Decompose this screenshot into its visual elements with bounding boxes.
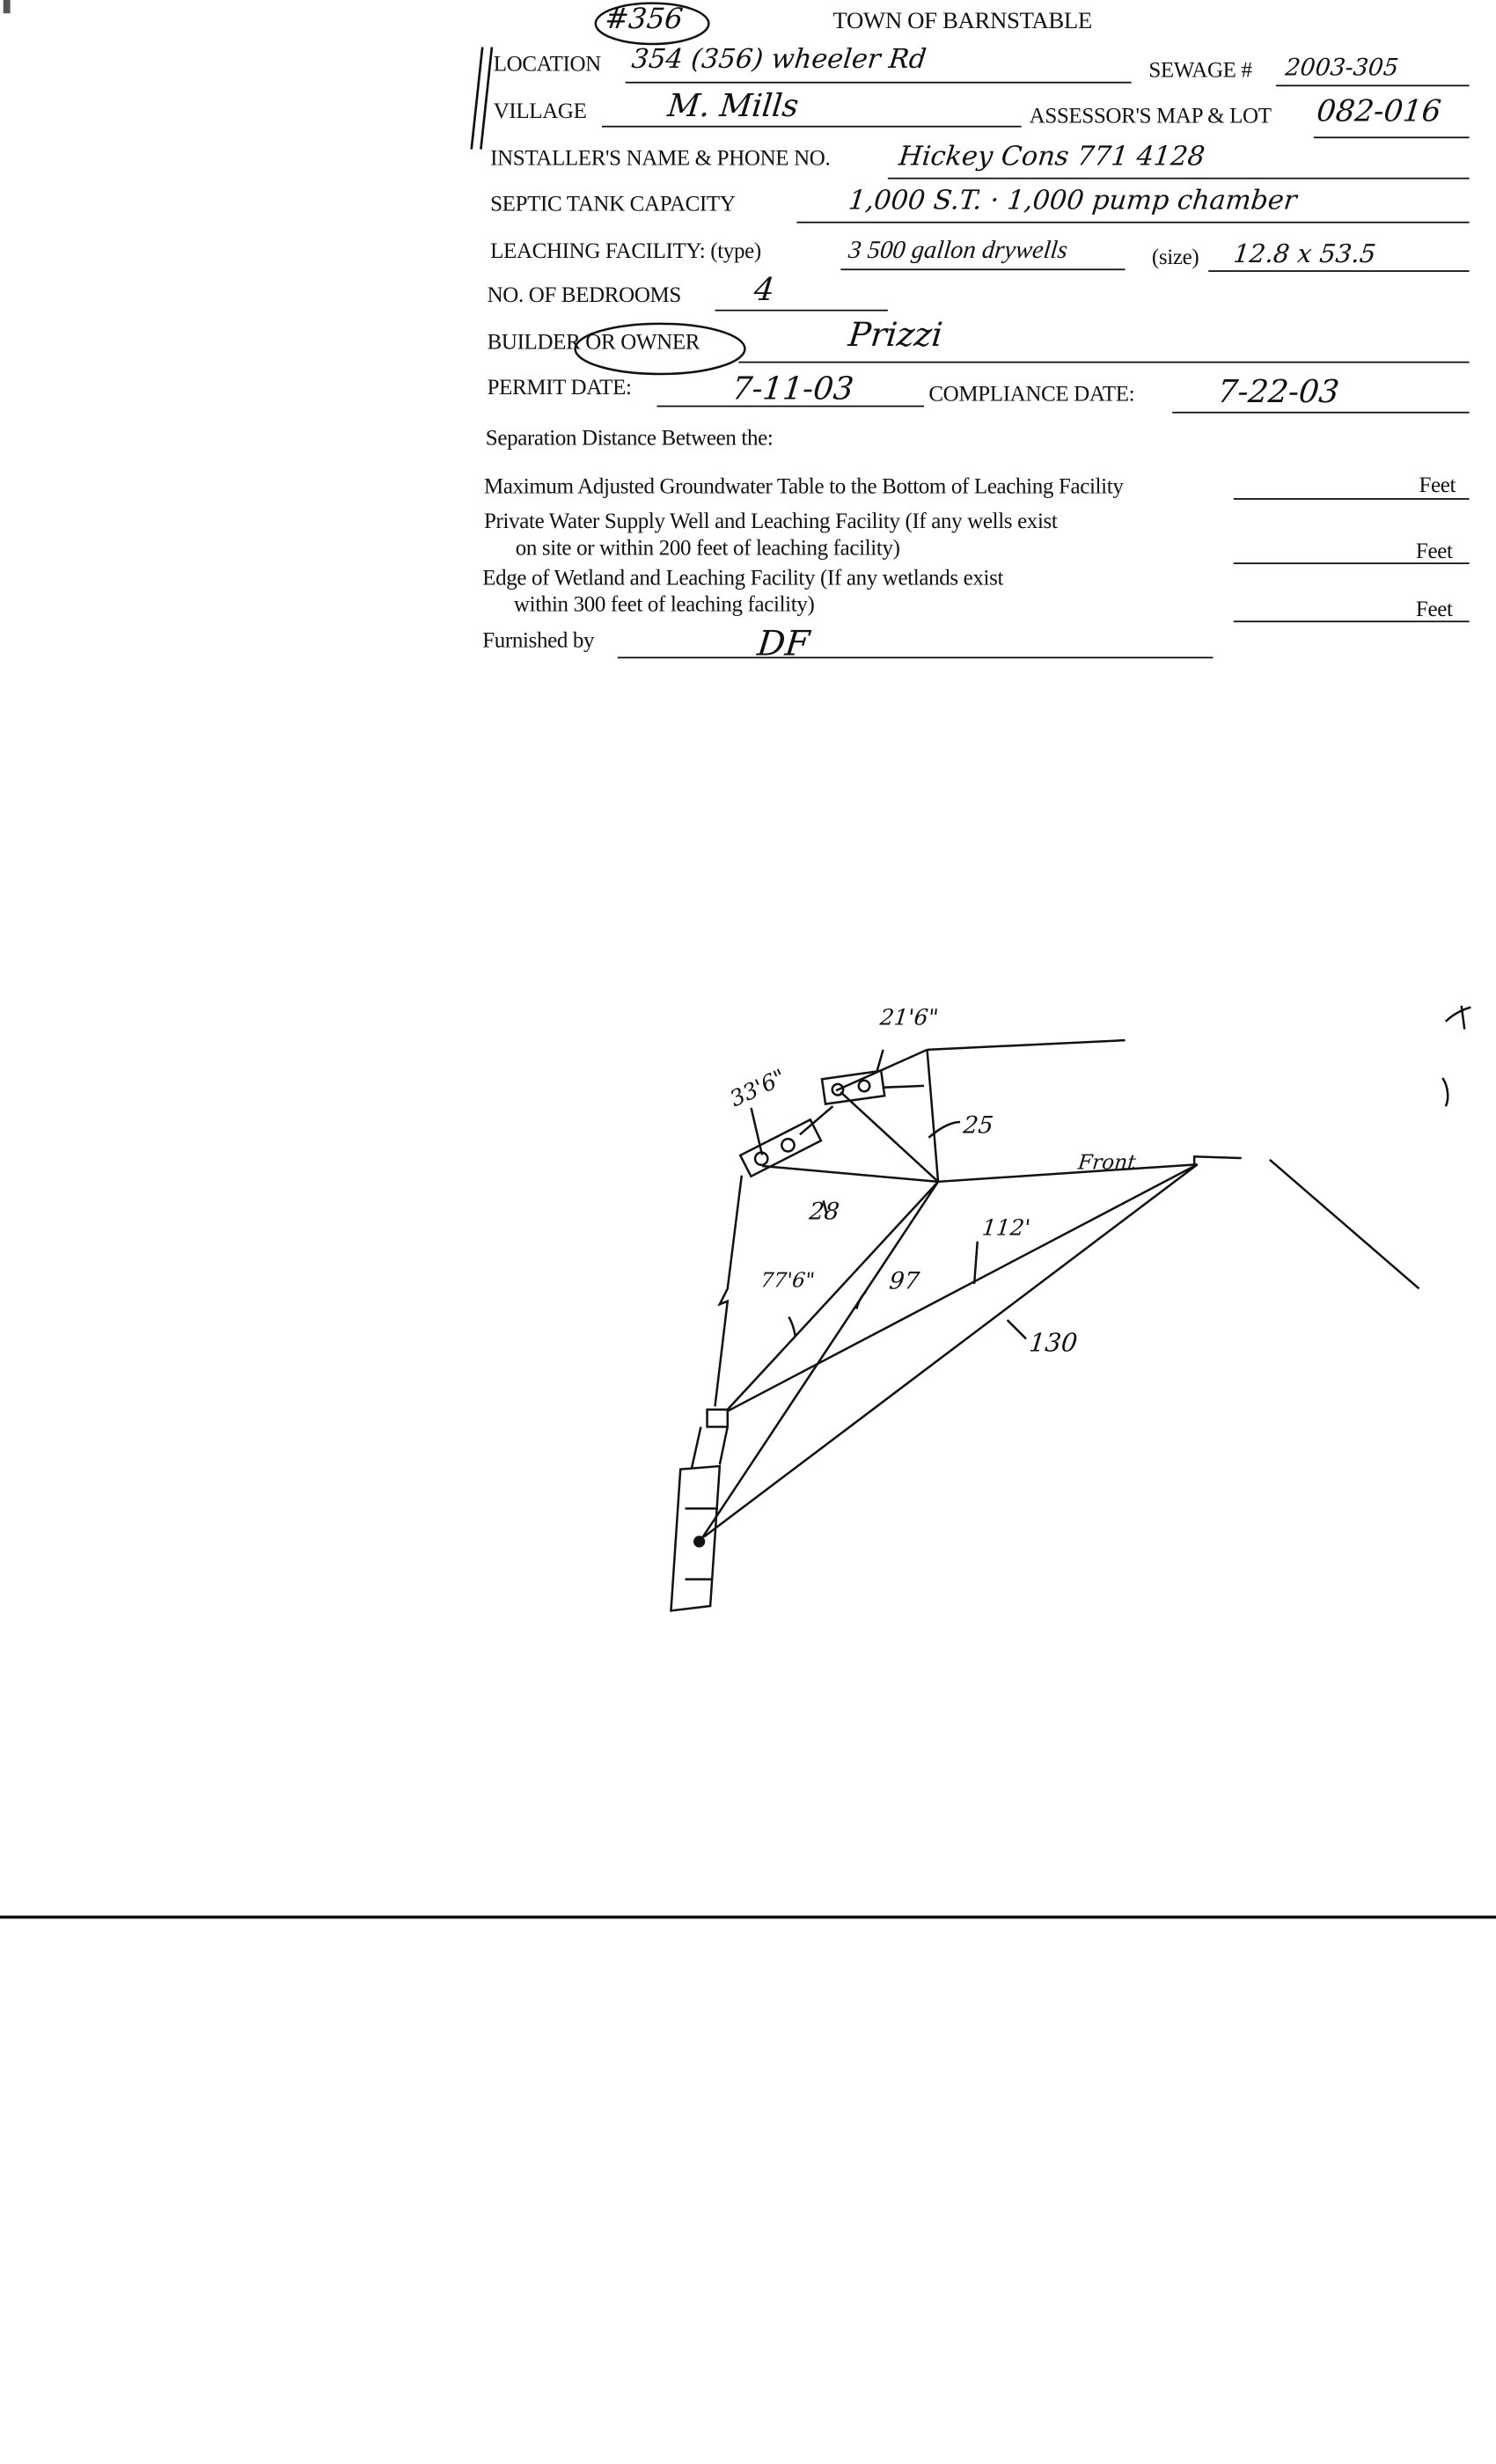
- well-box: [706, 1408, 730, 1428]
- owner-label: BUILDER OR OWNER: [487, 331, 700, 356]
- drywells: [738, 1118, 823, 1178]
- separation-row-3: Edge of Wetland and Leaching Facility (I…: [482, 567, 1004, 591]
- page-divider: [0, 1915, 1496, 1918]
- page-title: TOWN OF BARNSTABLE: [832, 9, 1092, 35]
- bedrooms-label: NO. OF BEDROOMS: [487, 284, 682, 308]
- separation-row-1: Maximum Adjusted Groundwater Table to th…: [483, 476, 1124, 500]
- separation-row-3b: within 300 feet of leaching facility): [513, 593, 815, 618]
- feet-unit-2: Feet: [1415, 540, 1453, 565]
- label-112: 112': [980, 1216, 1032, 1242]
- size-label: (size): [1151, 246, 1199, 271]
- separation-row-2b: on site or within 200 feet of leaching f…: [515, 537, 900, 561]
- owner-circle: [574, 322, 746, 376]
- street-ticks: [685, 1507, 719, 1580]
- house-line-top: [927, 1038, 1126, 1052]
- drywell-lines: [761, 1105, 939, 1184]
- street-strip: [670, 1426, 730, 1612]
- feet-unit-1: Feet: [1419, 474, 1456, 499]
- permit-label: PERMIT DATE:: [487, 377, 632, 401]
- separation-row-2: Private Water Supply Well and Leaching F…: [483, 510, 1058, 535]
- file-number-circle: [594, 2, 710, 46]
- compliance-label: COMPLIANCE DATE:: [928, 383, 1135, 407]
- leaching-label: LEACHING FACILITY: (type): [490, 240, 761, 264]
- map-lot-label: ASSESSOR'S MAP & LOT: [1029, 105, 1272, 129]
- furnished-label: Furnished by: [482, 630, 595, 654]
- measure-lines: [700, 1163, 1199, 1541]
- feet-unit-3: Feet: [1415, 598, 1453, 623]
- label-chamber-distance: 21'6": [878, 1005, 940, 1031]
- scan-mark: ▮: [1, 0, 12, 16]
- label-77-6: 77'6": [759, 1269, 817, 1294]
- septic-label: SEPTIC TANK CAPACITY: [490, 193, 736, 217]
- chamber-lines: [835, 1048, 939, 1183]
- installer-label: INSTALLER'S NAME & PHONE NO.: [490, 147, 831, 172]
- pump-chamber: [820, 1069, 886, 1105]
- label-25: 25: [961, 1111, 995, 1140]
- margin-marks: [470, 47, 494, 150]
- sewage-label: SEWAGE #: [1148, 59, 1252, 84]
- label-front: Front: [1076, 1151, 1137, 1176]
- property-line-left: [714, 1175, 744, 1407]
- house-line-right: [1192, 1155, 1420, 1290]
- label-97: 97: [888, 1266, 921, 1295]
- margin-marks-right: [1441, 1005, 1471, 1107]
- location-label: LOCATION: [493, 53, 602, 77]
- dimension-leaders: [750, 1049, 1027, 1340]
- label-28: 28: [807, 1197, 841, 1226]
- label-130: 130: [1027, 1327, 1079, 1358]
- village-label: VILLAGE: [493, 100, 587, 125]
- separation-heading: Separation Distance Between the:: [485, 427, 774, 451]
